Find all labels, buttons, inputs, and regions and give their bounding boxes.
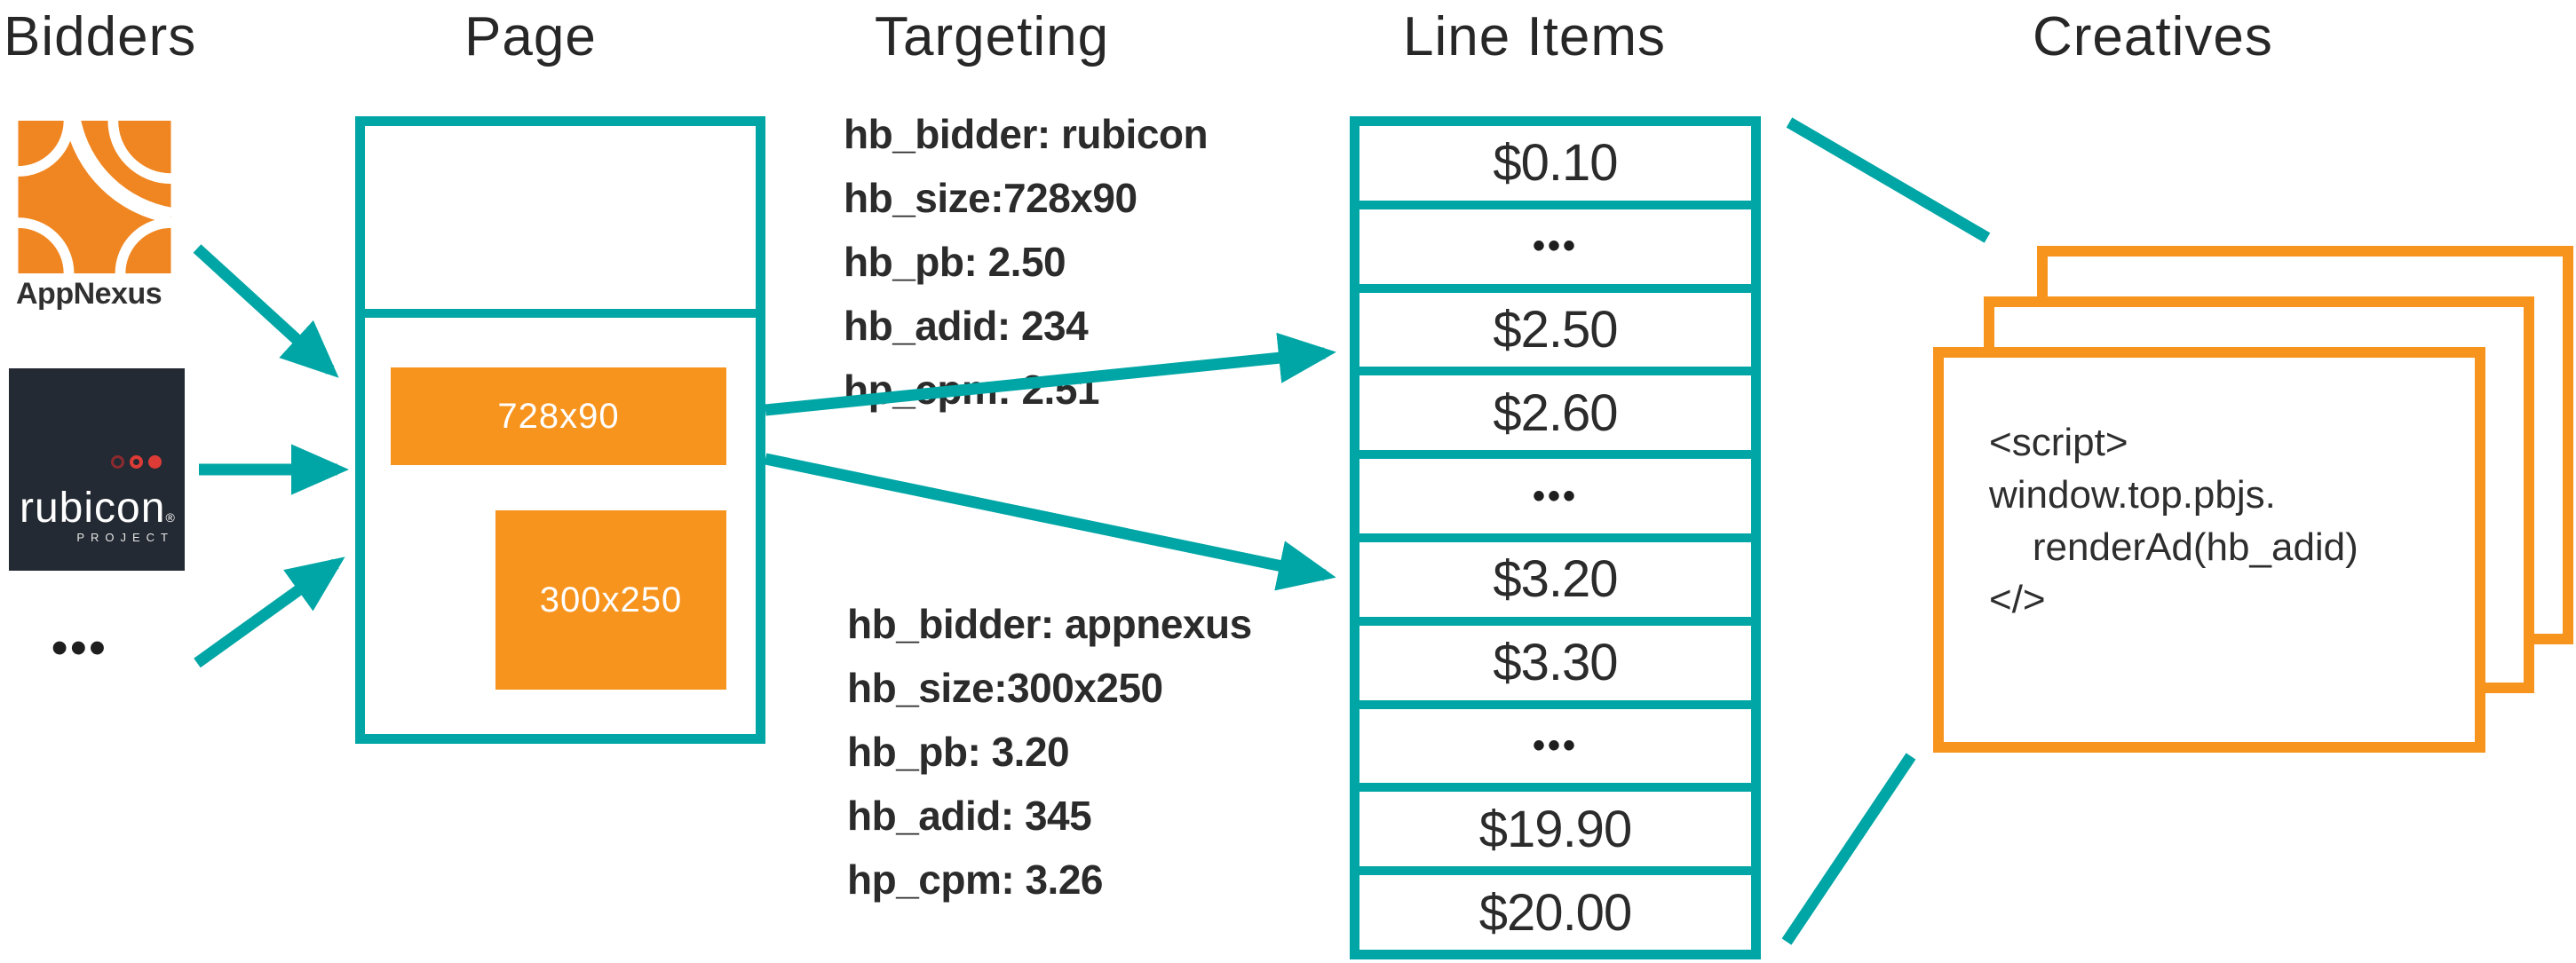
rubicon-dot-ring: [111, 455, 124, 469]
targeting-block-appnexus: hb_bidder: appnexus hb_size:300x250 hb_p…: [847, 592, 1252, 912]
targeting-line: hp_cpm: 2.51: [844, 367, 1100, 413]
line-item-row-ellipsis: •••: [1359, 209, 1751, 293]
creative-code-snippet: <script> window.top.pbjs. renderAd(hb_ad…: [1944, 358, 2475, 626]
targeting-line: hb_bidder: rubicon: [844, 111, 1209, 157]
targeting-line: hb_pb: 3.20: [847, 729, 1070, 775]
code-line: renderAd(hb_adid): [1989, 525, 2358, 569]
ad-slot-300x250: 300x250: [495, 510, 726, 690]
targeting-line: hp_cpm: 3.26: [847, 856, 1103, 903]
more-bidders-ellipsis: •••: [52, 622, 108, 674]
line-item-row-ellipsis: •••: [1359, 459, 1751, 542]
rubicon-project-subtext: PROJECT: [76, 531, 174, 544]
line-item-row: $3.30: [1359, 625, 1751, 709]
targeting-line: hb_adid: 345: [847, 793, 1092, 839]
code-line: </>: [1989, 578, 2046, 621]
line-item-row-ellipsis: •••: [1359, 708, 1751, 793]
line-items-table: $0.10 ••• $2.50 $2.60 ••• $3.20 $3.30 ••…: [1350, 116, 1761, 959]
column-title-page: Page: [464, 6, 597, 67]
registered-mark: ®: [165, 510, 176, 525]
rubicon-project-logo: rubicon® PROJECT: [9, 368, 185, 571]
rubicon-wordmark: rubicon®: [20, 487, 176, 530]
column-title-bidders: Bidders: [4, 6, 197, 67]
targeting-line: hb_adid: 234: [844, 303, 1089, 349]
code-line: window.top.pbjs.: [1989, 473, 2276, 517]
rubicon-wordmark-text: rubicon: [20, 485, 166, 532]
line-item-row: $20.00: [1359, 875, 1751, 950]
line-item-row: $3.20: [1359, 541, 1751, 626]
column-title-targeting: Targeting: [875, 6, 1110, 67]
ad-slot-728x90: 728x90: [391, 367, 726, 465]
line-table-bottom-to-creatives: [1781, 753, 1916, 945]
targeting-line: hb_bidder: appnexus: [847, 601, 1252, 647]
targeting-line: hb_size:300x250: [847, 665, 1163, 711]
page-box: 728x90 300x250: [355, 116, 765, 744]
creative-card-front: <script> window.top.pbjs. renderAd(hb_ad…: [1933, 347, 2485, 753]
line-item-row: $2.60: [1359, 375, 1751, 460]
rubicon-dots-icon: [111, 455, 162, 469]
line-item-row: $0.10: [1359, 126, 1751, 209]
page-header-divider: [365, 309, 756, 318]
arrow-more-bidders-to-page: [194, 556, 345, 668]
line-table-top-to-creatives: [1786, 117, 1991, 243]
column-title-line-items: Line Items: [1403, 6, 1667, 67]
column-title-creatives: Creatives: [2033, 6, 2273, 67]
code-line: <script>: [1989, 421, 2128, 464]
targeting-line: hb_size:728x90: [844, 175, 1137, 221]
rubicon-dot-donut: [130, 455, 143, 469]
appnexus-label: AppNexus: [16, 277, 162, 311]
arrow-page-to-line-item-320: [764, 453, 1336, 591]
rubicon-dot-solid: [148, 455, 162, 469]
line-item-row: $2.50: [1359, 292, 1751, 376]
targeting-line: hb_pb: 2.50: [844, 239, 1066, 285]
line-item-row: $19.90: [1359, 792, 1751, 876]
arrow-appnexus-to-page: [193, 244, 339, 378]
targeting-block-rubicon: hb_bidder: rubicon hb_size:728x90 hb_pb:…: [844, 102, 1209, 422]
appnexus-logo-icon: [18, 121, 171, 273]
